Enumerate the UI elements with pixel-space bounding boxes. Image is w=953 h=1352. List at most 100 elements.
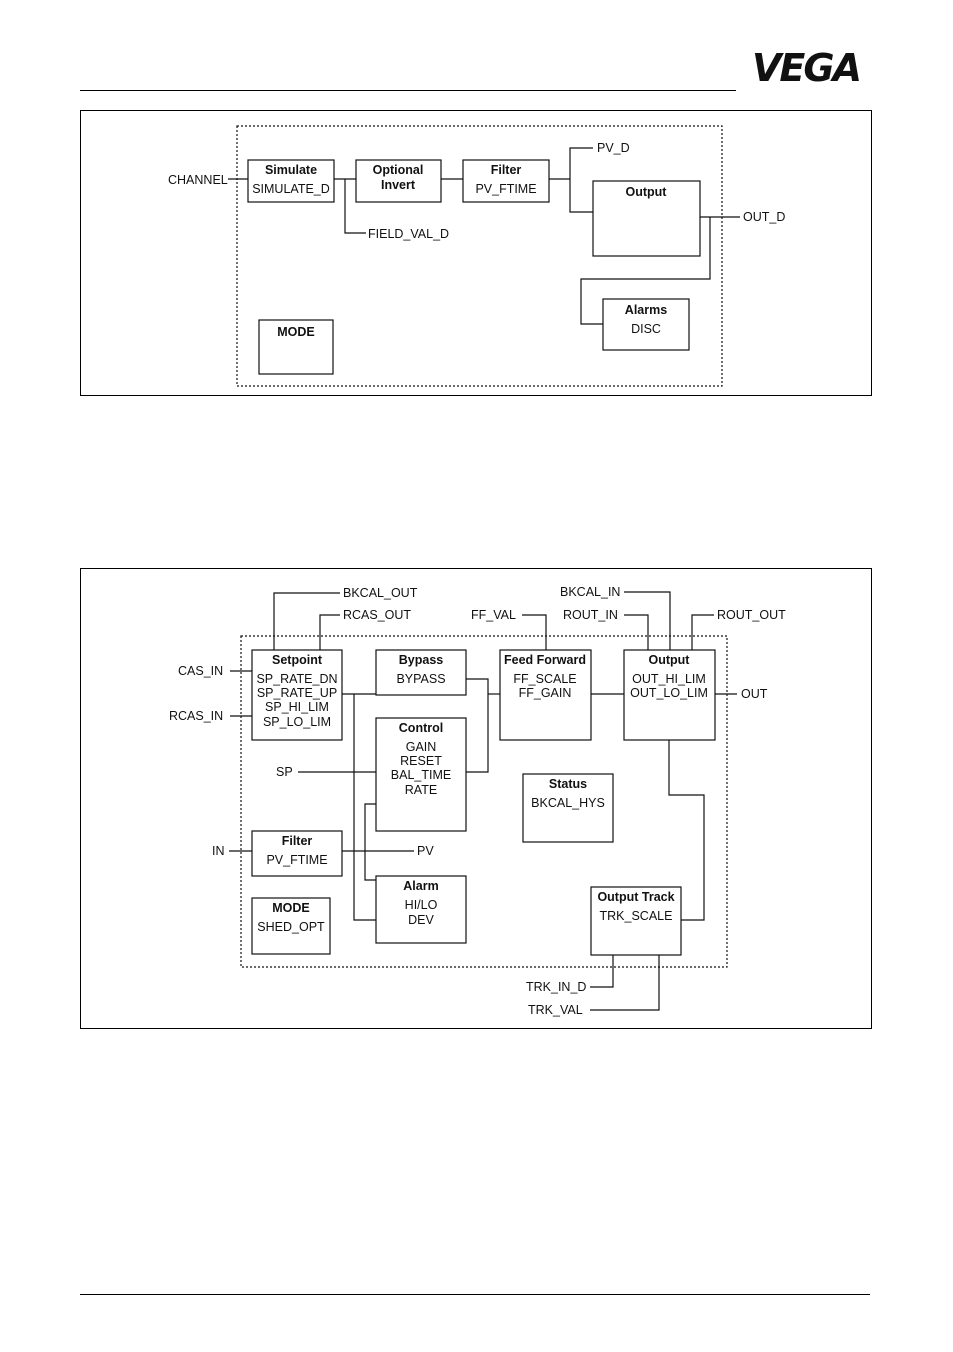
setpoint-param: SP_RATE_UP	[257, 686, 337, 700]
pv-d-label: PV_D	[597, 141, 630, 155]
cas-in-label: CAS_IN	[178, 664, 223, 678]
wire	[466, 678, 489, 773]
logo-text: VEGA	[752, 50, 860, 84]
mode-title: MODE	[277, 325, 315, 339]
setpoint-block	[251, 649, 343, 741]
filter-param: PV_FTIME	[266, 853, 327, 867]
wire	[569, 147, 593, 213]
wire	[522, 614, 547, 650]
wire	[364, 851, 376, 881]
output-param: OUT_HI_LIM	[632, 672, 706, 686]
wire	[624, 614, 649, 650]
output-title: Output	[649, 653, 691, 667]
output-block	[623, 649, 716, 741]
feed-forward-param: FF_SCALE	[513, 672, 576, 686]
function-block-boundary-2	[240, 635, 728, 968]
filter-block	[462, 159, 550, 203]
trk-val-label: TRK_VAL	[528, 1003, 583, 1017]
rcas-in-label: RCAS_IN	[169, 709, 223, 723]
control-param: RESET	[400, 754, 442, 768]
setpoint-param: SP_RATE_DN	[256, 672, 337, 686]
alarm-block	[375, 875, 467, 944]
diagram-2: BKCAL_OUT RCAS_OUT FF_VAL BKCAL_IN ROUT_…	[169, 585, 786, 1017]
pv-label: PV	[417, 844, 434, 858]
bypass-block	[375, 649, 467, 696]
alarms-title: Alarms	[625, 303, 667, 317]
header-rule	[80, 90, 736, 91]
feed-forward-param: FF_GAIN	[519, 686, 572, 700]
bypass-param: BYPASS	[396, 672, 445, 686]
trk-in-d-label: TRK_IN_D	[526, 980, 586, 994]
channel-input-label: CHANNEL	[168, 173, 228, 187]
diagram-1: CHANNEL Simulate SIMULATE_D Optional Inv…	[168, 125, 785, 387]
output-track-block	[590, 886, 682, 956]
mode-block	[251, 897, 331, 955]
setpoint-param: SP_LO_LIM	[263, 715, 331, 729]
wire	[342, 693, 376, 921]
ff-val-label: FF_VAL	[471, 608, 516, 622]
control-param: GAIN	[406, 740, 437, 754]
diagram-2-frame	[80, 568, 872, 1029]
output-param: OUT_LO_LIM	[630, 686, 708, 700]
filter-title: Filter	[491, 163, 522, 177]
output-track-param: TRK_SCALE	[600, 909, 673, 923]
mode-block	[258, 319, 334, 375]
setpoint-title: Setpoint	[272, 653, 323, 667]
in-label: IN	[212, 844, 225, 858]
status-title: Status	[549, 777, 587, 791]
output-block	[592, 180, 701, 257]
invert-title-line-2: Invert	[381, 178, 416, 192]
wire	[590, 955, 614, 988]
control-param: RATE	[405, 783, 437, 797]
out-d-label: OUT_D	[743, 210, 785, 224]
vega-logo: VEGA	[752, 50, 862, 84]
field-val-d-label: FIELD_VAL_D	[368, 227, 449, 241]
setpoint-param: SP_HI_LIM	[265, 700, 329, 714]
wire	[590, 955, 660, 1011]
mode-title: MODE	[272, 901, 310, 915]
output-track-title: Output Track	[597, 890, 674, 904]
diagram-1-frame	[80, 110, 872, 396]
rcas-out-label: RCAS_OUT	[343, 608, 411, 622]
bypass-title: Bypass	[399, 653, 444, 667]
mode-param: SHED_OPT	[257, 920, 325, 934]
simulate-title: Simulate	[265, 163, 317, 177]
out-label: OUT	[741, 687, 768, 701]
bkcal-out-label: BKCAL_OUT	[343, 586, 418, 600]
feed-forward-title: Feed Forward	[504, 653, 586, 667]
wire	[319, 614, 340, 650]
filter-param: PV_FTIME	[475, 182, 536, 196]
filter-block	[251, 830, 343, 877]
status-param: BKCAL_HYS	[531, 796, 605, 810]
invert-block	[355, 159, 442, 203]
feed-forward-block	[499, 649, 592, 741]
status-block	[522, 773, 614, 843]
alarm-title: Alarm	[403, 879, 438, 893]
wire	[624, 591, 671, 650]
wire	[364, 803, 376, 851]
simulate-param: SIMULATE_D	[252, 182, 330, 196]
simulate-block	[247, 159, 335, 203]
wire	[344, 179, 366, 234]
wire	[273, 592, 340, 650]
output-title: Output	[626, 185, 668, 199]
alarm-param: DEV	[408, 913, 434, 927]
wire	[580, 217, 711, 325]
wire	[691, 614, 714, 650]
rout-out-label: ROUT_OUT	[717, 608, 786, 622]
footer-rule	[80, 1294, 870, 1295]
alarm-param: HI/LO	[405, 898, 438, 912]
control-param: BAL_TIME	[391, 768, 451, 782]
alarms-block	[602, 298, 690, 351]
alarms-param: DISC	[631, 322, 661, 336]
function-block-boundary-1	[236, 125, 723, 387]
filter-title: Filter	[282, 834, 313, 848]
control-block	[375, 717, 467, 832]
control-title: Control	[399, 721, 443, 735]
bkcal-in-label: BKCAL_IN	[560, 585, 620, 599]
sp-label: SP	[276, 765, 293, 779]
rout-in-label: ROUT_IN	[563, 608, 618, 622]
invert-title-line-1: Optional	[373, 163, 424, 177]
wire	[668, 740, 705, 921]
